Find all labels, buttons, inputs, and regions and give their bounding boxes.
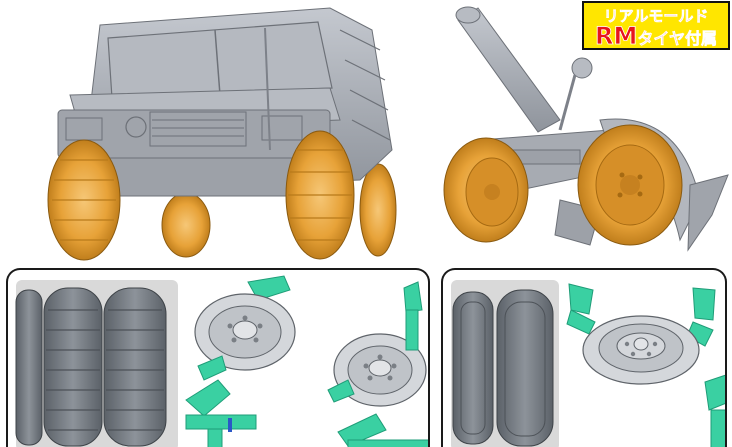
tire-parts-panel-right	[441, 268, 727, 447]
badge-subtitle: RMタイヤ付属	[584, 22, 728, 51]
wheel-hub-2	[333, 333, 427, 407]
rubber-tire-3	[103, 287, 167, 447]
vehicle-front-left-tire	[47, 139, 121, 261]
vehicle-rear-right-tire	[359, 163, 397, 257]
vehicle-front-right-tire	[285, 130, 355, 260]
mortar-left-wheel	[443, 137, 529, 243]
product-render-scene	[47, 6, 729, 261]
real-mold-tire-badge: リアルモールド RMタイヤ付属	[582, 1, 730, 50]
tire-parts-drawing-left	[15, 275, 428, 447]
vehicle-rear-left-tire	[161, 192, 211, 258]
mortar-right-wheel	[577, 124, 683, 246]
mortar-rubber-tire-1	[452, 291, 494, 445]
badge-suffix-text: タイヤ付属	[637, 29, 717, 49]
rubber-tire-2	[43, 287, 103, 447]
rubber-tire-1	[15, 289, 43, 446]
mortar-wheel-hub	[582, 315, 700, 385]
tire-parts-drawing-right	[452, 283, 725, 447]
mortar-rubber-tire-2	[496, 289, 554, 447]
sprue-runner-left	[185, 275, 428, 447]
vehicle-render	[47, 7, 397, 261]
tire-parts-panel-left	[6, 268, 430, 447]
sprue-runner-right	[566, 283, 725, 447]
mortar-render	[443, 6, 729, 252]
badge-title: リアルモールド	[603, 7, 709, 26]
badge-rm-text: RM	[595, 22, 638, 51]
wheel-hub-1	[194, 293, 296, 371]
